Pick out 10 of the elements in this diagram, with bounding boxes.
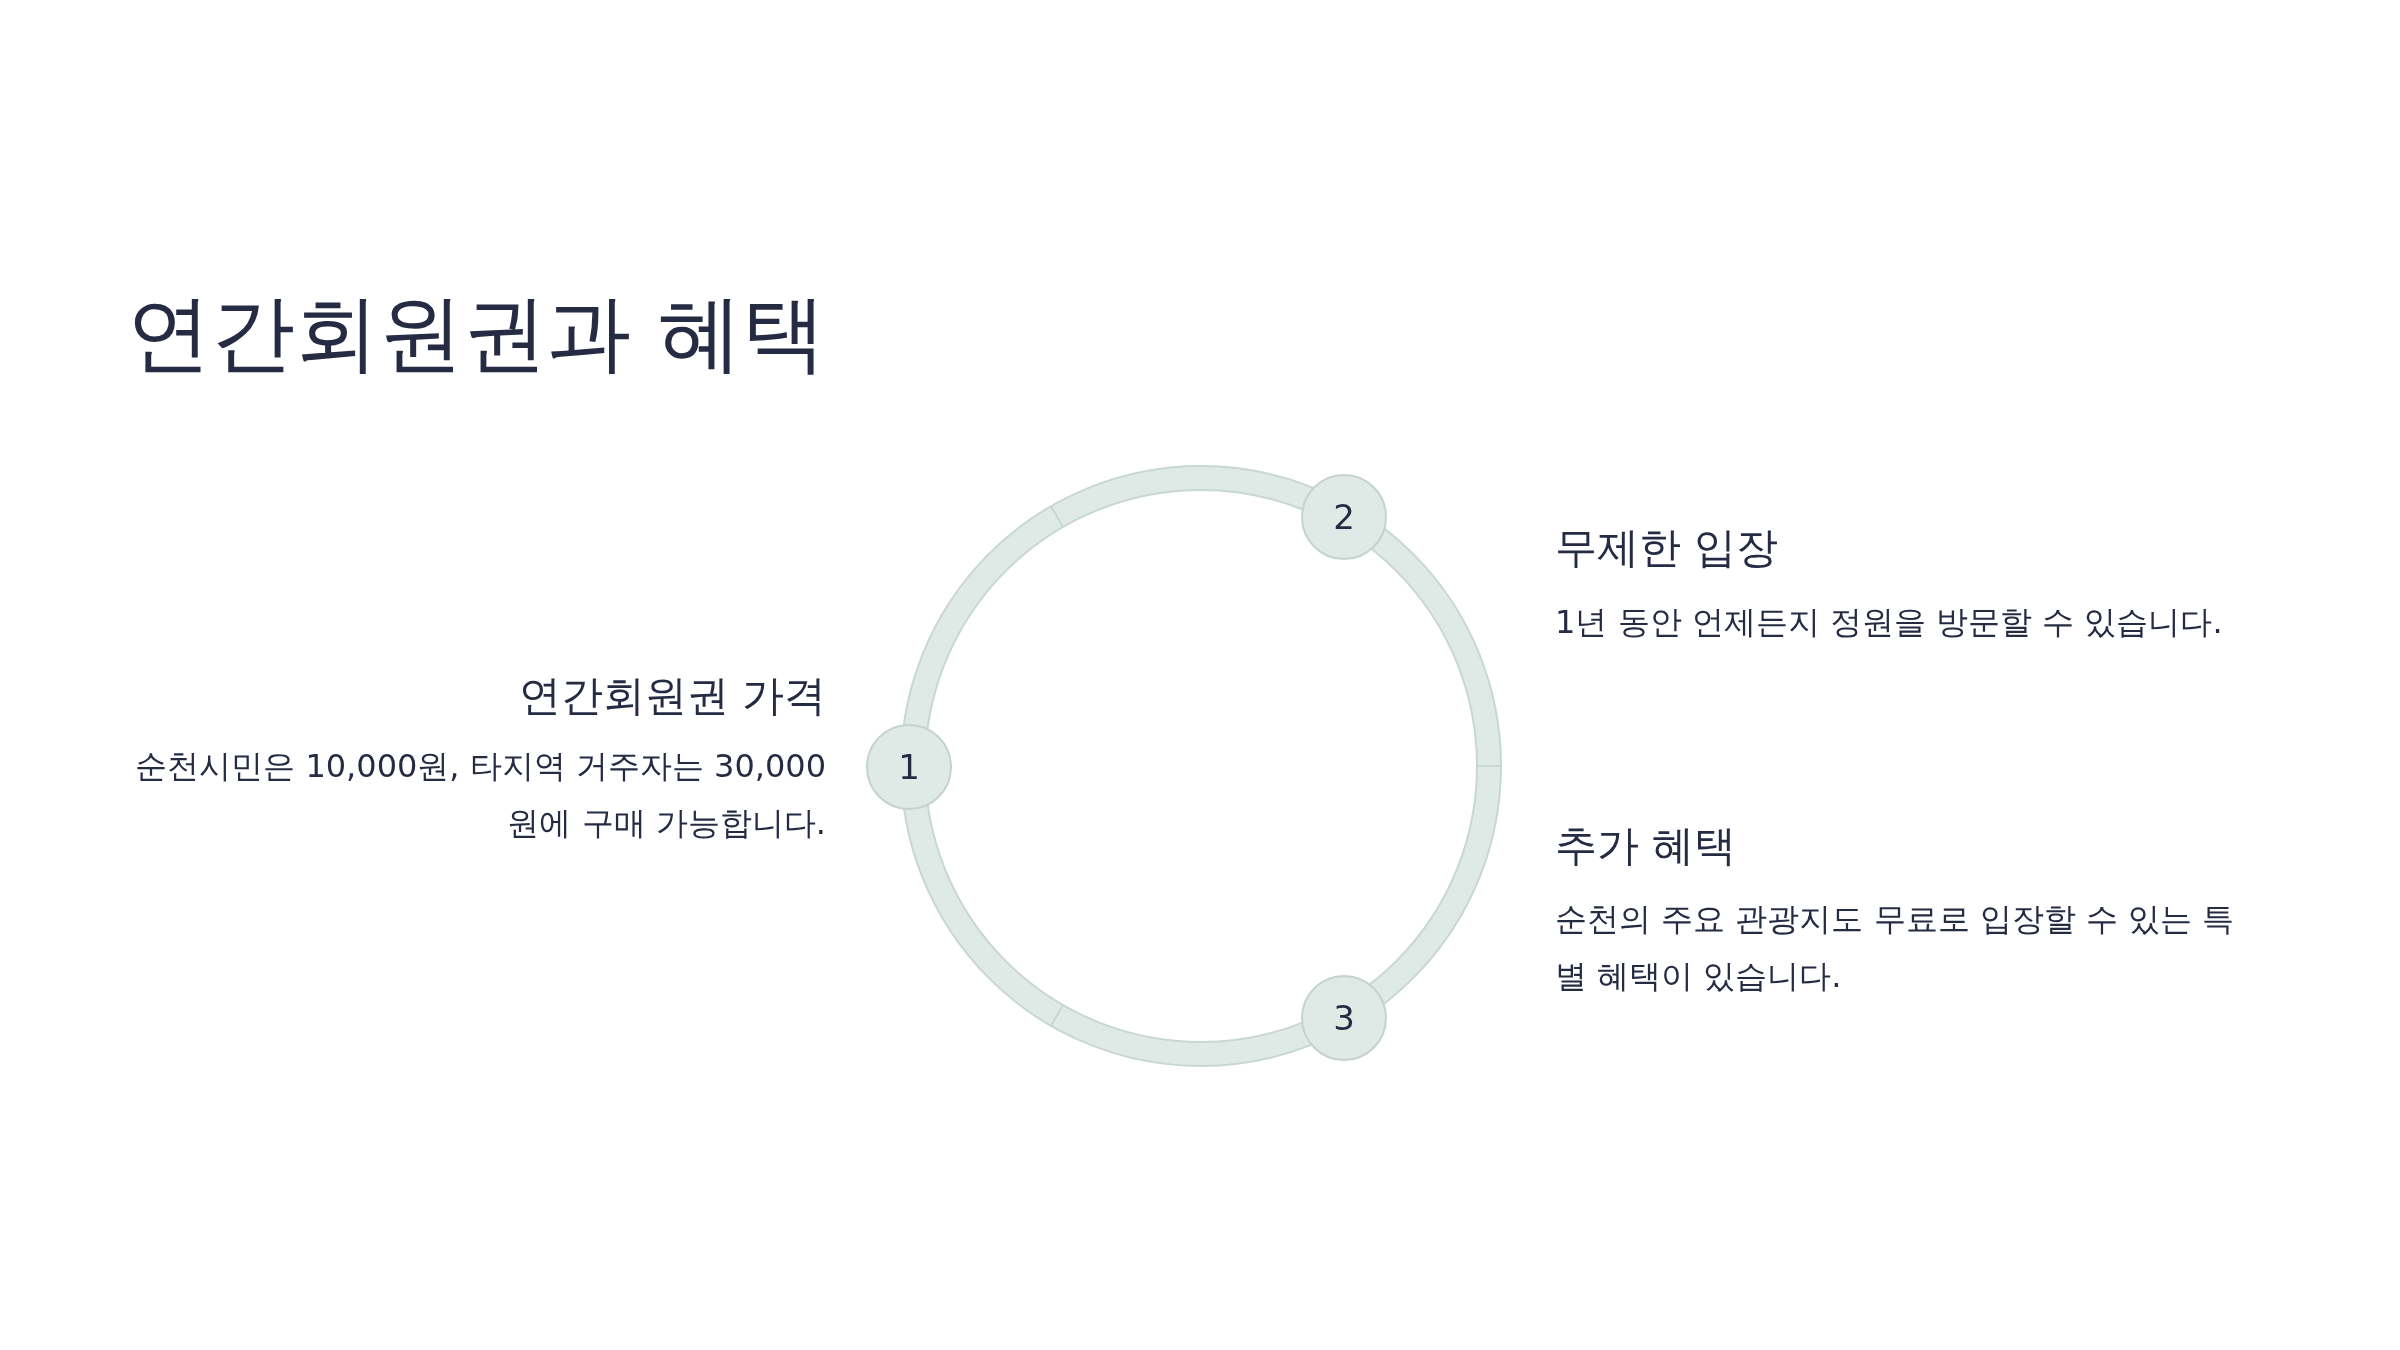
step-circle: 2 [1301,474,1387,560]
step-heading: 무제한 입장 [1555,522,1780,574]
step-heading: 연간회원권 가격 [517,670,826,722]
step-description: 1년 동안 언제든지 정원을 방문할 수 있습니다. [1555,602,2224,643]
step-description: 순천시민은 10,000원, 타지역 거주자는 30,000원에 구매 가능합니다. [134,746,826,844]
step-description: 순천의 주요 관광지도 무료로 입장할 수 있는 특별 혜택이 있습니다. [1555,899,2236,997]
page-title: 연간회원권과 혜택 [127,283,826,384]
step-circle: 1 [866,724,952,810]
step-circle: 3 [1301,975,1387,1061]
step-heading: 추가 혜택 [1555,820,1738,872]
